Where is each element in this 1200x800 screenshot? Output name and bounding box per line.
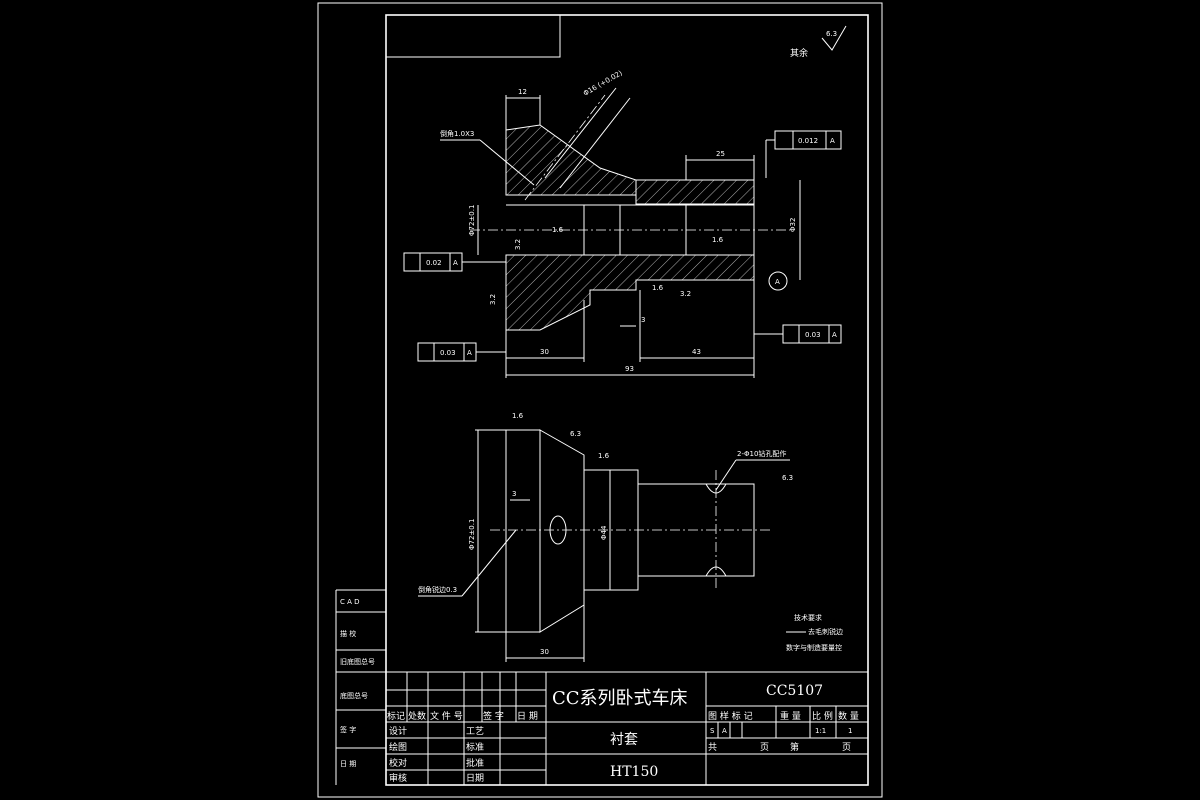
row-draw: 绘图 — [389, 741, 407, 753]
side-block: C A D 描 校 旧底图总号 底图总号 签 字 日 期 — [335, 589, 386, 785]
sheet-outer-border — [317, 2, 883, 798]
sheet-label: 第 — [790, 741, 799, 753]
stage-s: S — [710, 727, 715, 735]
top-dimensions: 12 25 30 43 93 3 1.6 Φ32 Φ72±0.1 Φ16 (+0… — [468, 69, 801, 378]
tolerance-frame-bottom-left: 0.03 A — [417, 342, 506, 362]
section-view — [470, 87, 790, 331]
dim-12: 12 — [518, 88, 527, 96]
dia-32: Φ32 — [789, 218, 797, 232]
tol-bottom-right-datum: A — [832, 331, 837, 339]
scale-header: 比 例 — [812, 710, 833, 722]
hdr-mark: 标记 — [387, 710, 405, 722]
tech-req-2: 数字与制造要量控 — [786, 643, 842, 652]
material: HT150 — [610, 764, 658, 780]
hole-note-roughness: 6.3 — [782, 474, 793, 482]
roughness-bottom-face: 1.6 — [512, 412, 524, 420]
title-block: 标记 处数 文 件 号 签 字 日 期 设计 绘图 校对 审核 工艺 标准 批准… — [386, 671, 868, 785]
row-standard: 标准 — [466, 741, 484, 753]
roughness-left-face: 3.2 — [514, 239, 522, 250]
row-design: 设计 — [389, 725, 407, 737]
part-name: 衬套 — [610, 732, 638, 748]
row-process: 工艺 — [466, 726, 484, 737]
dia-72-bottom: Φ72±0.1 — [468, 519, 476, 550]
datum-circle-label: A — [775, 278, 780, 286]
tech-req-title: 技术要求 — [794, 613, 822, 622]
side-base-no: 底图总号 — [340, 691, 368, 700]
bottom-view: Φ72±0.1 Φ44 30 3 — [418, 429, 790, 662]
row-check: 校对 — [389, 757, 407, 769]
sheet-page-label: 页 — [842, 742, 851, 753]
dim-25: 25 — [716, 150, 725, 158]
datum-circle — [768, 271, 788, 291]
dia-ring: Φ16 (+0.02) — [582, 69, 624, 98]
roughness-bottom-shoulder: 1.6 — [598, 452, 610, 460]
code-box — [385, 14, 561, 58]
side-old-no: 旧底图总号 — [340, 657, 375, 666]
hdr-sign: 签 字 — [483, 710, 504, 722]
stage-header: 图 样 标 记 — [708, 710, 753, 722]
row-date: 日期 — [466, 773, 484, 784]
tol-top-right-datum: A — [830, 137, 835, 145]
surface-finish-other-label: 其余 — [790, 47, 808, 59]
sheet-inner-border — [385, 14, 869, 786]
dim-1-6: 1.6 — [652, 284, 664, 292]
scale-value: 1:1 — [815, 727, 826, 735]
tol-left-value: 0.02 — [426, 259, 442, 267]
quantity-value: 1 — [848, 727, 852, 735]
hdr-count: 处数 — [408, 710, 426, 722]
chamfer-note-top: 倒角1.0X3 — [440, 129, 474, 138]
roughness-bore-left: 1.6 — [552, 226, 564, 234]
dim-30-top: 30 — [540, 348, 549, 356]
stage-a: A — [722, 727, 727, 735]
surface-finish-other-value: 6.3 — [826, 30, 837, 38]
roughness-bottom-cone: 6.3 — [570, 430, 581, 438]
dim-30-bottom: 30 — [540, 648, 549, 656]
hdr-date: 日 期 — [517, 711, 538, 722]
qty-header: 数 量 — [838, 710, 859, 722]
side-sign: 签 字 — [340, 725, 356, 734]
tol-bottom-right-value: 0.03 — [805, 331, 821, 339]
drawing-number: CC5107 — [766, 683, 823, 699]
project-title: CC系列卧式车床 — [552, 688, 688, 709]
tolerance-frame-top-right: 0.012 A — [765, 130, 842, 178]
dim-43: 43 — [692, 348, 701, 356]
tol-bottom-left-value: 0.03 — [440, 349, 456, 357]
side-trace: 描 校 — [340, 629, 356, 638]
roughness-left-lower: 3.2 — [489, 294, 497, 305]
tech-req-1: 去毛刺锐边 — [808, 627, 843, 636]
dia-72-top: Φ72±0.1 — [468, 205, 476, 236]
row-approve: 批准 — [466, 757, 484, 769]
tolerance-frame-left: 0.02 A — [403, 252, 506, 272]
weight-header: 重 量 — [780, 710, 801, 722]
roughness-bore-right: 1.6 — [712, 236, 724, 244]
dim-3-top: 3 — [641, 316, 645, 324]
tol-left-datum: A — [453, 259, 458, 267]
dim-3-bottom: 3 — [512, 490, 516, 498]
hole-note: 2-Φ10钻孔配作 — [737, 449, 786, 458]
roughness-symbol-icon — [821, 25, 847, 51]
side-cad: C A D — [340, 598, 360, 606]
chamfer-note-bottom: 倒角锐边0.3 — [418, 585, 457, 594]
total-label: 共 — [708, 742, 717, 753]
tolerance-frame-bottom-right: 0.03 A — [754, 324, 842, 344]
roughness-shoulder: 3.2 — [680, 290, 691, 298]
side-date: 日 期 — [340, 760, 356, 768]
tol-bottom-left-datum: A — [467, 349, 472, 357]
dia-44: Φ44 — [600, 525, 608, 540]
row-review: 审核 — [389, 772, 407, 784]
hdr-doc: 文 件 号 — [430, 710, 463, 722]
dim-93: 93 — [625, 365, 634, 373]
total-page-label: 页 — [760, 742, 769, 753]
tol-top-right-value: 0.012 — [798, 137, 818, 145]
